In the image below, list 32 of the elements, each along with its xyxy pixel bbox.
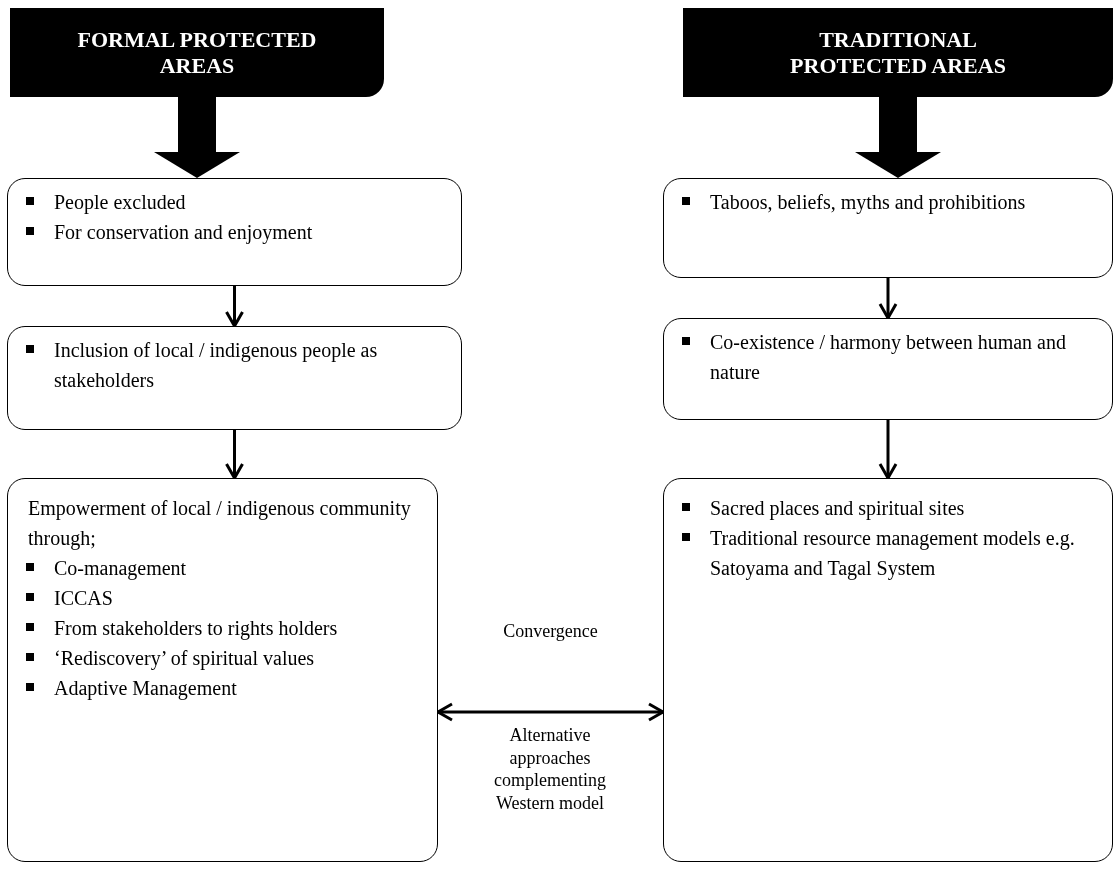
bullet-item: Co-existence / harmony between human and nature [678,327,1100,387]
bullet-item: Co-management [22,553,425,583]
bullet-item: ICCAS [22,583,425,613]
edge-label: Convergence [503,620,598,643]
block-arrow [154,97,240,178]
bullet-item: Adaptive Management [22,673,425,703]
header-title: TRADITIONAL PROTECTED AREAS [789,27,1007,78]
header-title: FORMAL PROTECTED AREAS [76,27,318,78]
arrow [878,278,898,320]
rounded-box [663,478,1113,862]
rounded-box [7,178,462,286]
rounded-box [7,478,438,862]
bullet-item: Inclusion of local / indigenous people as stakeholders [22,335,449,395]
arrow [436,702,665,722]
bullet-item: People excluded [22,187,449,217]
bullet-item: For conservation and enjoyment [22,217,449,247]
arrow [225,286,244,328]
bullet-item: ‘Rediscovery’ of spiritual values [22,643,425,673]
rounded-box [663,178,1113,278]
rounded-box [663,318,1113,420]
header-box [10,8,384,97]
bullet-item: Traditional resource management models e.g. Satoyama and Tagal System [678,523,1100,583]
rounded-box [7,326,462,430]
bullet-item: Sacred places and spiritual sites [678,493,1100,523]
box-text: Empowerment of local / indigenous community through; [27,496,412,552]
note-text: Alternative approaches complementing Western model [493,724,607,814]
arrow [878,420,898,480]
bullet-item: From stakeholders to rights holders [22,613,425,643]
bullet-item: Taboos, beliefs, myths and prohibitions [678,187,1100,217]
block-arrow [855,97,941,178]
header-box [683,8,1113,97]
arrow [225,430,244,480]
